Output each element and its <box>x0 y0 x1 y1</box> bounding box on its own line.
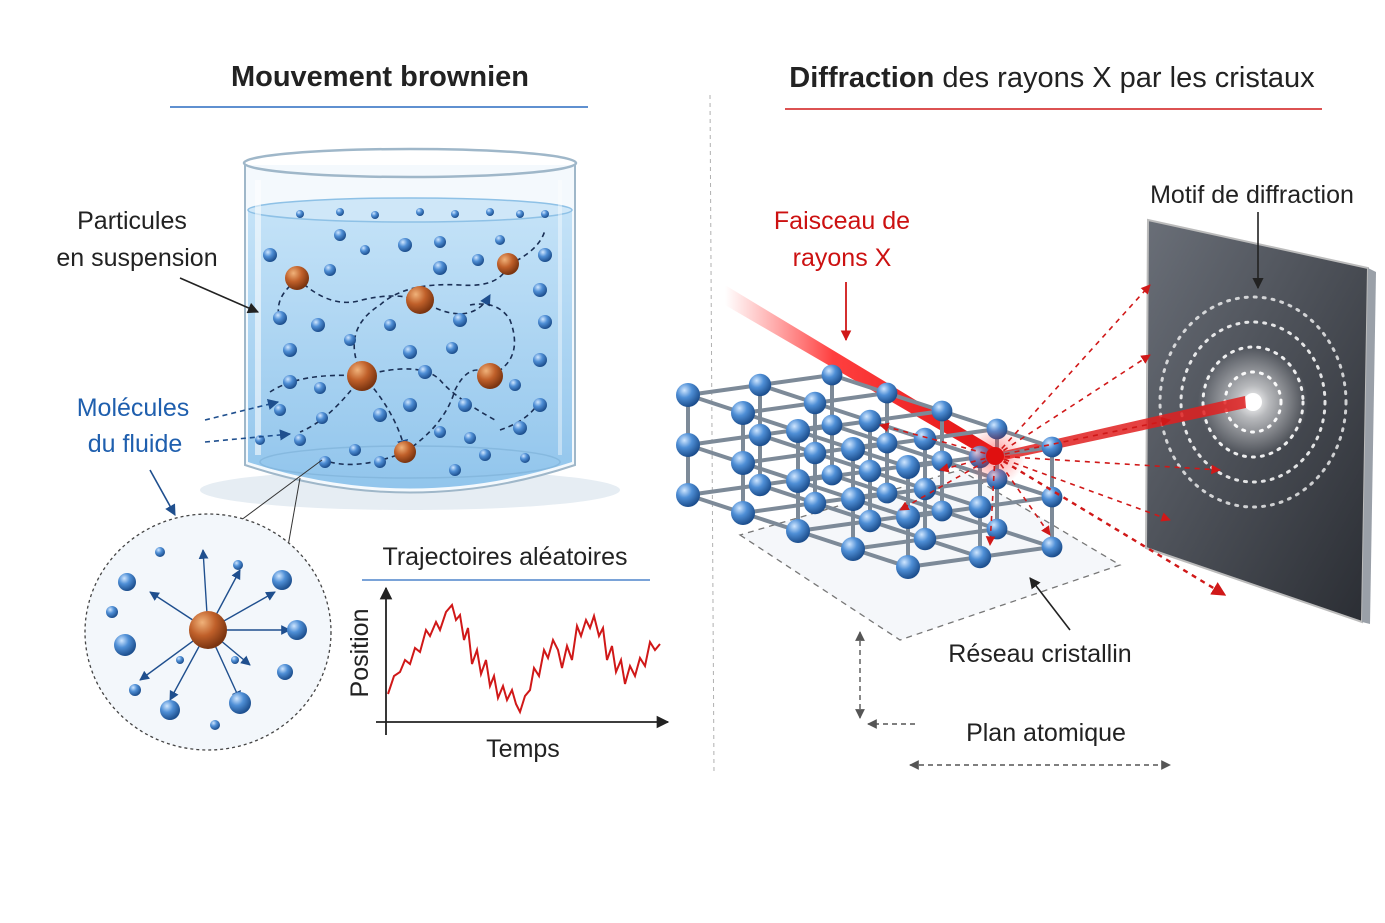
lattice-atom <box>877 383 898 404</box>
molecules-label-line1: Molécules <box>77 394 190 422</box>
lattice-atom <box>804 442 826 464</box>
lattice-atom <box>676 433 700 457</box>
graph-xlabel: Temps <box>486 735 560 763</box>
particles-label-line1: Particules <box>77 207 187 235</box>
molecules-label-line2: du fluide <box>88 430 183 458</box>
trajectory-graph: Trajectoires aléatoires Position Temps <box>346 543 668 763</box>
lattice-atom <box>932 501 953 522</box>
lattice-atom <box>1042 437 1063 458</box>
lattice-atom <box>822 365 843 386</box>
lattice-atom <box>731 501 755 525</box>
lattice-atom <box>822 465 843 486</box>
graph-random-walk <box>388 605 660 712</box>
lattice-atom <box>1042 537 1063 558</box>
molecules-pointer-3 <box>150 470 175 515</box>
lattice-atom <box>896 555 920 579</box>
graph-ylabel: Position <box>346 609 374 698</box>
diffraction-title: Diffraction des rayons X par les cristau… <box>789 62 1315 94</box>
lattice-atom <box>731 451 755 475</box>
lattice-atom <box>786 419 810 443</box>
lattice-atom <box>859 510 881 532</box>
lattice-atom <box>804 492 826 514</box>
lattice-atom <box>822 415 843 436</box>
panel-divider <box>710 95 714 775</box>
lattice-atom <box>749 424 771 446</box>
lattice-atom <box>804 392 826 414</box>
lattice-atom <box>932 401 953 422</box>
lattice-atom <box>877 433 898 454</box>
lattice-atom <box>841 537 865 561</box>
beam-label-line2: rayons X <box>793 244 892 272</box>
beam-label-line1: Faisceau de <box>774 207 910 235</box>
lattice-atom <box>749 374 771 396</box>
lattice-atom <box>731 401 755 425</box>
lattice-atom <box>877 483 898 504</box>
diffraction-title-rest: des rayons X par les cristaux <box>934 62 1315 94</box>
brownian-title: Mouvement brownien <box>231 61 529 93</box>
lattice-atom <box>932 451 953 472</box>
graph-title: Trajectoires aléatoires <box>382 543 627 571</box>
lattice-atom <box>841 437 865 461</box>
lattice-atom <box>1042 487 1063 508</box>
lattice-atom <box>914 478 936 500</box>
lattice-atom <box>896 455 920 479</box>
pattern-label: Motif de diffraction <box>1150 181 1354 209</box>
plane-label: Plan atomique <box>966 719 1126 747</box>
lattice-atom <box>896 505 920 529</box>
lattice-atom <box>914 528 936 550</box>
lattice-atom <box>841 487 865 511</box>
lattice-atom <box>749 474 771 496</box>
lattice-atom <box>859 410 881 432</box>
lattice-atom <box>676 483 700 507</box>
lattice-atom <box>786 519 810 543</box>
lattice-label: Réseau cristallin <box>948 640 1131 668</box>
diffraction-title-bold: Diffraction <box>789 62 934 94</box>
lattice-atom <box>969 496 991 518</box>
scatter-point <box>986 447 1004 465</box>
left-panel: Mouvement brownien <box>56 61 668 763</box>
lattice-atom <box>859 460 881 482</box>
lattice-atom <box>786 469 810 493</box>
particles-label-line2: en suspension <box>56 244 217 272</box>
lattice-atom <box>676 383 700 407</box>
right-panel: Diffraction des rayons X par les cristau… <box>676 62 1376 765</box>
lattice-atom <box>969 546 991 568</box>
